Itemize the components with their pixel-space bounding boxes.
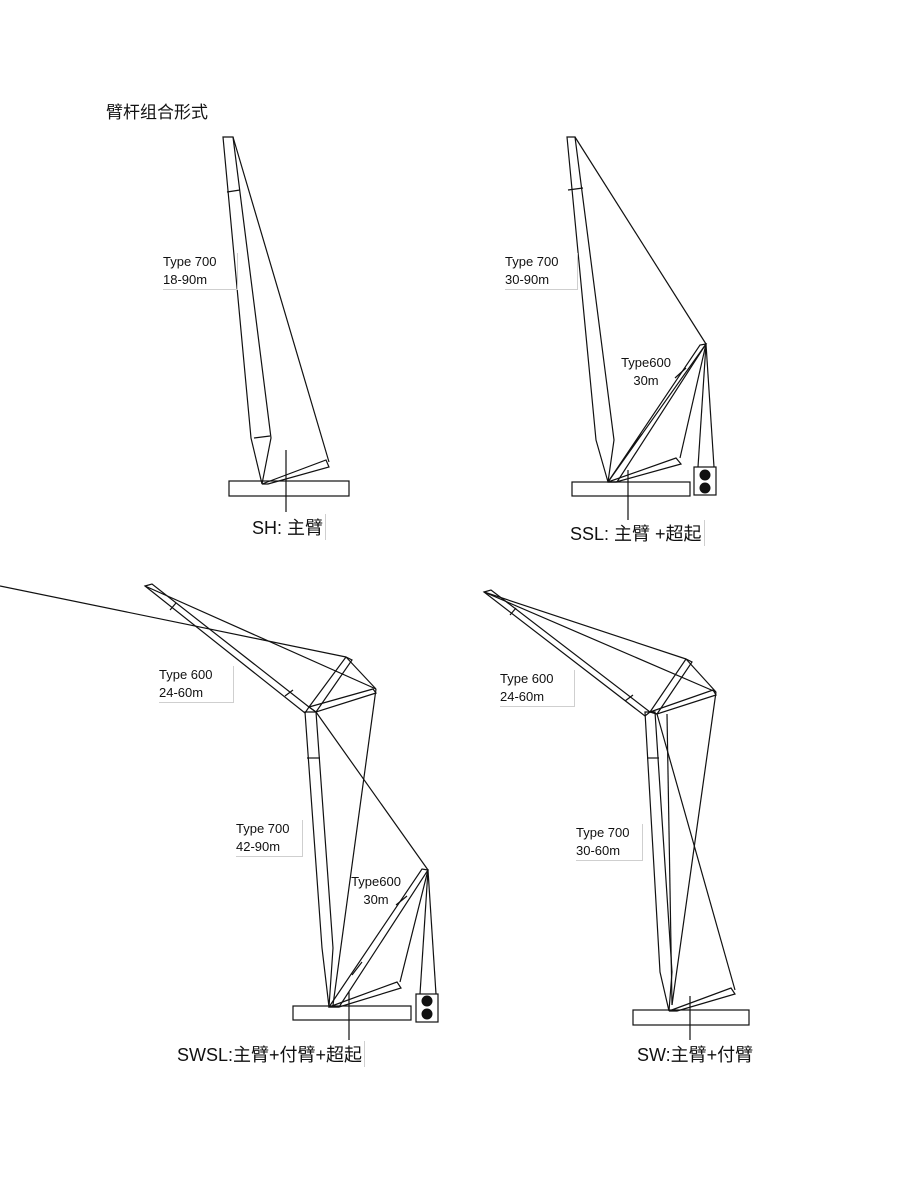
ssl-mast-type: Type600 bbox=[621, 355, 671, 370]
ssl-caption: SSL: 主臂 +超起 bbox=[570, 520, 705, 546]
sw-jib-pendant bbox=[483, 591, 717, 693]
sw-boom-label: Type 700 30-60m bbox=[576, 824, 643, 861]
ssl-counterweight bbox=[693, 466, 717, 496]
swsl-boom-length: 42-90m bbox=[236, 839, 281, 854]
swsl-counterweight-disc bbox=[421, 995, 433, 1007]
ssl-mast-joint bbox=[674, 367, 687, 379]
swsl-mast-joint bbox=[351, 961, 363, 976]
sw-jib-type: Type 600 bbox=[500, 671, 554, 686]
swsl-counterweight bbox=[415, 993, 439, 1023]
sw-stay bbox=[671, 691, 717, 1006]
sw-boom-length: 30-60m bbox=[576, 843, 621, 858]
ssl-guy bbox=[697, 343, 707, 468]
ssl-mast-length: 30m bbox=[633, 373, 659, 388]
sw-jib-backstay bbox=[685, 658, 717, 693]
sh-main-boom bbox=[222, 136, 272, 485]
swsl-boom-label: Type 700 42-90m bbox=[236, 820, 303, 857]
swsl-stay bbox=[315, 711, 429, 871]
swsl-guy bbox=[419, 869, 429, 995]
swsl-mast-length: 30m bbox=[363, 892, 389, 907]
swsl-base bbox=[292, 1005, 412, 1021]
sh-base bbox=[228, 480, 350, 497]
sw-jib-pendant bbox=[483, 591, 687, 660]
sw-boom-type: Type 700 bbox=[576, 825, 630, 840]
swsl-jib-pendant bbox=[0, 585, 347, 658]
sh-boom-type: Type 700 bbox=[163, 254, 217, 269]
ssl-counterweight-disc bbox=[699, 482, 711, 494]
ssl-boom-joint bbox=[567, 187, 584, 191]
swsl-jib-pendant bbox=[144, 585, 377, 690]
ssl-backstay bbox=[679, 343, 707, 459]
ssl-boom-label: Type 700 30-90m bbox=[505, 253, 578, 290]
swsl-main-boom bbox=[304, 711, 334, 1008]
sw-stay bbox=[666, 713, 673, 1006]
sh-boom-joint bbox=[226, 189, 241, 193]
swsl-stay bbox=[332, 688, 377, 1006]
sw-tray bbox=[668, 987, 736, 1012]
swsl-jib-length: 24-60m bbox=[159, 685, 204, 700]
sw-jib-length: 24-60m bbox=[500, 689, 545, 704]
ssl-boom-type: Type 700 bbox=[505, 254, 559, 269]
swsl-boom-type: Type 700 bbox=[236, 821, 290, 836]
sh-diagram bbox=[222, 136, 350, 512]
ssl-boom-length: 30-90m bbox=[505, 272, 550, 287]
swsl-mast-type: Type600 bbox=[351, 874, 401, 889]
sw-stay bbox=[656, 713, 736, 991]
sh-boom-label: Type 700 18-90m bbox=[163, 253, 238, 290]
sw-jib-strut bbox=[649, 658, 693, 715]
swsl-guy bbox=[427, 869, 437, 995]
sw-diagram bbox=[482, 589, 750, 1040]
swsl-jib-joint bbox=[169, 602, 177, 611]
swsl-diagram bbox=[0, 583, 439, 1040]
swsl-backstay bbox=[399, 869, 429, 983]
swsl-jib-label: Type 600 24-60m bbox=[159, 666, 234, 703]
sw-caption: SW:主臂+付臂 bbox=[637, 1045, 754, 1065]
ssl-mast-label: Type600 30m bbox=[617, 354, 675, 390]
swsl-mast-label: Type600 30m bbox=[347, 873, 405, 909]
ssl-counterweight-disc bbox=[699, 469, 711, 481]
swsl-mast-joint bbox=[395, 895, 408, 906]
ssl-diagram bbox=[566, 136, 717, 520]
sw-jib-joint bbox=[624, 694, 634, 702]
swsl-jib-strut bbox=[308, 656, 353, 713]
sw-jib-joint bbox=[509, 607, 517, 616]
sw-base bbox=[632, 1009, 750, 1026]
ssl-main-boom bbox=[566, 136, 615, 483]
swsl-caption: SWSL:主臂+付臂+超起 bbox=[177, 1041, 366, 1067]
sw-main-boom bbox=[644, 711, 673, 1012]
swsl-jib-joint bbox=[284, 689, 294, 697]
ssl-backstay bbox=[607, 343, 707, 483]
ssl-tray bbox=[607, 457, 683, 483]
swsl-jib-backstay bbox=[345, 656, 377, 690]
swsl-counterweight-disc bbox=[421, 1008, 433, 1020]
ssl-guy bbox=[705, 343, 715, 468]
sw-jib-label: Type 600 24-60m bbox=[500, 670, 575, 707]
sh-boom-joint bbox=[253, 435, 271, 439]
sh-caption: SH: 主臂 bbox=[252, 514, 327, 540]
sh-pendant bbox=[232, 136, 330, 463]
swsl-jib-type: Type 600 bbox=[159, 667, 213, 682]
ssl-pendant bbox=[574, 136, 707, 345]
swsl-tray bbox=[328, 981, 402, 1008]
page-heading: 臂杆组合形式 bbox=[106, 103, 208, 123]
sh-boom-length: 18-90m bbox=[163, 272, 208, 287]
ssl-base bbox=[571, 481, 691, 497]
sh-mast bbox=[261, 459, 330, 485]
